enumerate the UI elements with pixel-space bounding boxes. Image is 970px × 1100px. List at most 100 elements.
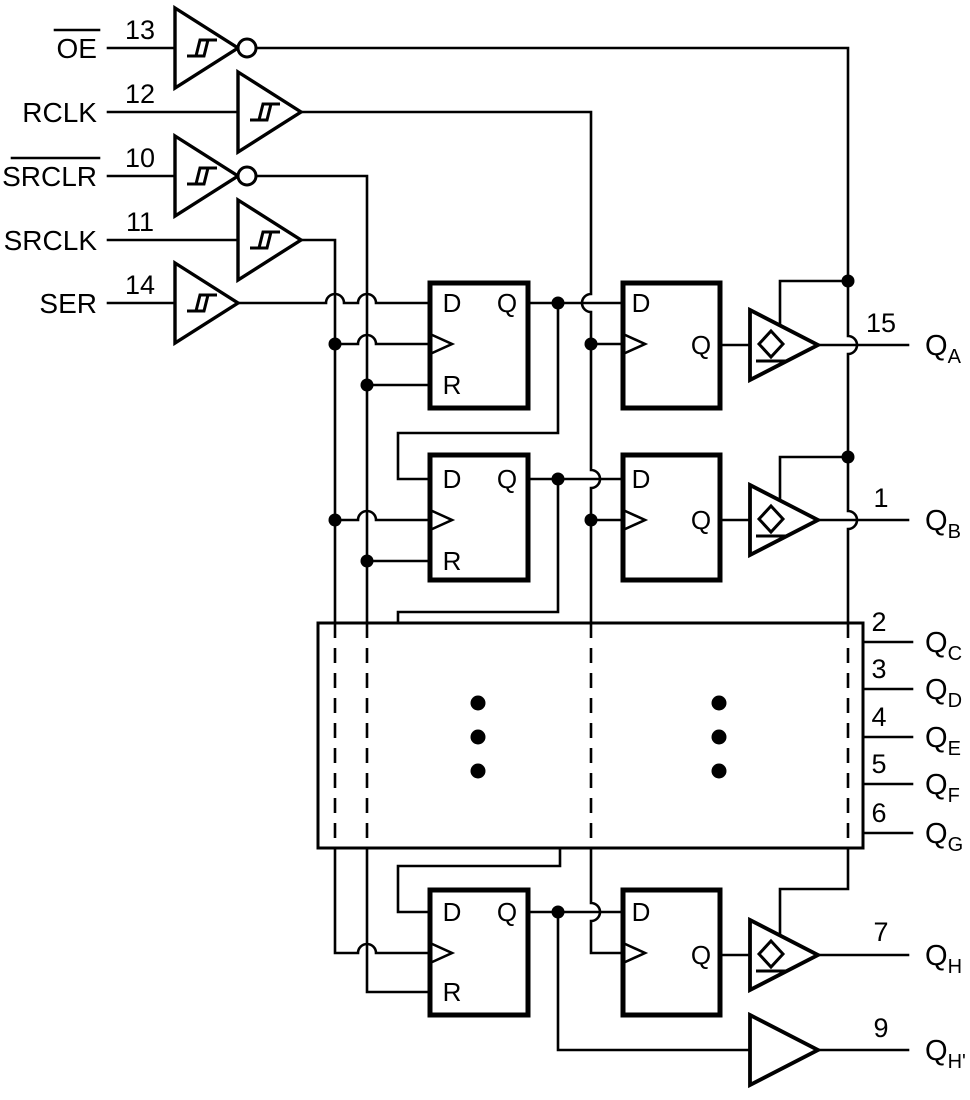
latch-a-d-label: D (632, 288, 651, 318)
latch-ff-h-box (620, 887, 723, 1018)
ellipsis-dot (711, 729, 727, 745)
stage-a-clock-wire (333, 333, 432, 346)
rclk-rail (299, 110, 602, 625)
clock-edge-icon (622, 508, 649, 532)
pin-number-10: 10 (125, 143, 155, 173)
q-base: Q (925, 722, 948, 754)
pin-number-5: 5 (871, 749, 886, 779)
junction-dot (551, 296, 565, 310)
schmitt-hysteresis-icon (250, 102, 280, 122)
inverter-bubble-icon (236, 37, 258, 59)
pin-number-14: 14 (125, 270, 155, 300)
input-label-srclr: SRCLR (2, 161, 97, 192)
input-buffer-oe (173, 4, 258, 92)
stage-b-enable-wire (778, 455, 850, 503)
shift-a-r-label: R (443, 370, 462, 400)
clock-edge-icons (429, 332, 649, 965)
tristate-buffer-qb (748, 481, 823, 559)
clock-edge-icon (622, 332, 649, 356)
input-buffer-srclk (236, 196, 305, 284)
latch-ff-a-box (620, 280, 723, 411)
oe-rail-lower (778, 846, 850, 938)
junction-dot (841, 274, 855, 288)
clock-edge-icon (429, 508, 456, 532)
three-state-enable-icon (756, 503, 786, 535)
latch-h-d-label: D (632, 897, 651, 927)
schmitt-hysteresis-icon (187, 293, 217, 313)
input-pin-numbers: 13 12 10 11 14 (125, 15, 155, 300)
shift-h-d-label: D (443, 897, 462, 927)
shift-a-d-label: D (443, 288, 462, 318)
stage-a-enable-wire (778, 279, 850, 328)
ellipsis-dot (470, 763, 486, 779)
output-label-qg: QG (925, 818, 963, 856)
shift-b-d-label: D (443, 464, 462, 494)
input-label-srclk: SRCLK (4, 225, 98, 256)
q-sub: A (948, 346, 962, 368)
schmitt-hysteresis-icon (250, 230, 280, 250)
repeated-stages-box (316, 621, 914, 850)
latch-b-d-label: D (632, 464, 651, 494)
buffer-triangle (748, 1011, 823, 1089)
ellipsis-dot (470, 695, 486, 711)
srclr-rail (254, 174, 369, 625)
stage-a-wires (333, 279, 910, 387)
output-label-qb: QB (925, 505, 961, 543)
junction-dot (551, 472, 565, 486)
pin-number-2: 2 (871, 607, 886, 637)
clock-edge-icon (429, 941, 456, 965)
output-pin-numbers: 15 1 2 3 4 5 6 7 9 (866, 308, 896, 1043)
shift-a-q-label: Q (497, 288, 517, 318)
output-label-qh: QH (925, 940, 962, 978)
output-label-qa: QA (925, 330, 962, 368)
q-base: Q (925, 627, 948, 659)
stage-b-data-route (396, 301, 560, 481)
shift-ff-h-box (427, 887, 531, 1018)
junction-dot (328, 337, 342, 351)
rclk-rail-lower (589, 846, 625, 955)
stage-b-wires (333, 301, 910, 625)
q-base: Q (925, 818, 948, 850)
ellipsis-dot (711, 763, 727, 779)
qh-prime-input-wire (556, 910, 752, 1052)
shift-b-q-label: Q (497, 464, 517, 494)
stage-h-data-route (396, 846, 562, 914)
ellipsis-dots (470, 695, 727, 779)
buffer-qh-prime (748, 1011, 823, 1089)
q-sub: E (948, 738, 961, 760)
pin-number-4: 4 (871, 702, 886, 732)
schmitt-hysteresis-icon (187, 166, 217, 186)
pin-number-3: 3 (871, 654, 886, 684)
output-label-qe: QE (925, 722, 961, 760)
ser-data-wire (236, 292, 432, 305)
output-label-qh-prime: QH' (925, 1035, 966, 1073)
latch-a-q-label: Q (691, 330, 711, 360)
srclk-rail (299, 238, 337, 625)
shift-h-q-label: Q (497, 897, 517, 927)
output-labels: QA QB QC QD QE QF QG QH QH' (925, 330, 966, 1073)
ff-port-labels: D Q R D Q D Q R D Q D Q R D Q (443, 288, 712, 1007)
q-base: Q (925, 505, 948, 537)
input-labels: OE RCLK SRCLR SRCLK SER (2, 28, 101, 319)
input-label-rclk: RCLK (22, 97, 97, 128)
srclr-rail-lower (365, 846, 432, 994)
q-base: Q (925, 330, 948, 362)
pin-number-1: 1 (873, 483, 888, 513)
input-label-oe: OE (57, 33, 97, 64)
input-buffer-rclk (236, 68, 305, 156)
latch-ff-b-box (620, 452, 723, 583)
stage-h-wires (396, 846, 910, 1052)
pin-number-15: 15 (866, 308, 896, 338)
shift-ff-b-box (427, 452, 531, 583)
q-sub: F (948, 785, 960, 807)
q-sub: H (948, 956, 962, 978)
stage-b-clock-wire (333, 509, 432, 522)
pin-number-9: 9 (873, 1013, 888, 1043)
pin-number-12: 12 (125, 79, 155, 109)
shift-b-r-label: R (443, 546, 462, 576)
junction-dot (360, 378, 374, 392)
output-label-qd: QD (925, 674, 962, 712)
q-sub: B (948, 521, 961, 543)
